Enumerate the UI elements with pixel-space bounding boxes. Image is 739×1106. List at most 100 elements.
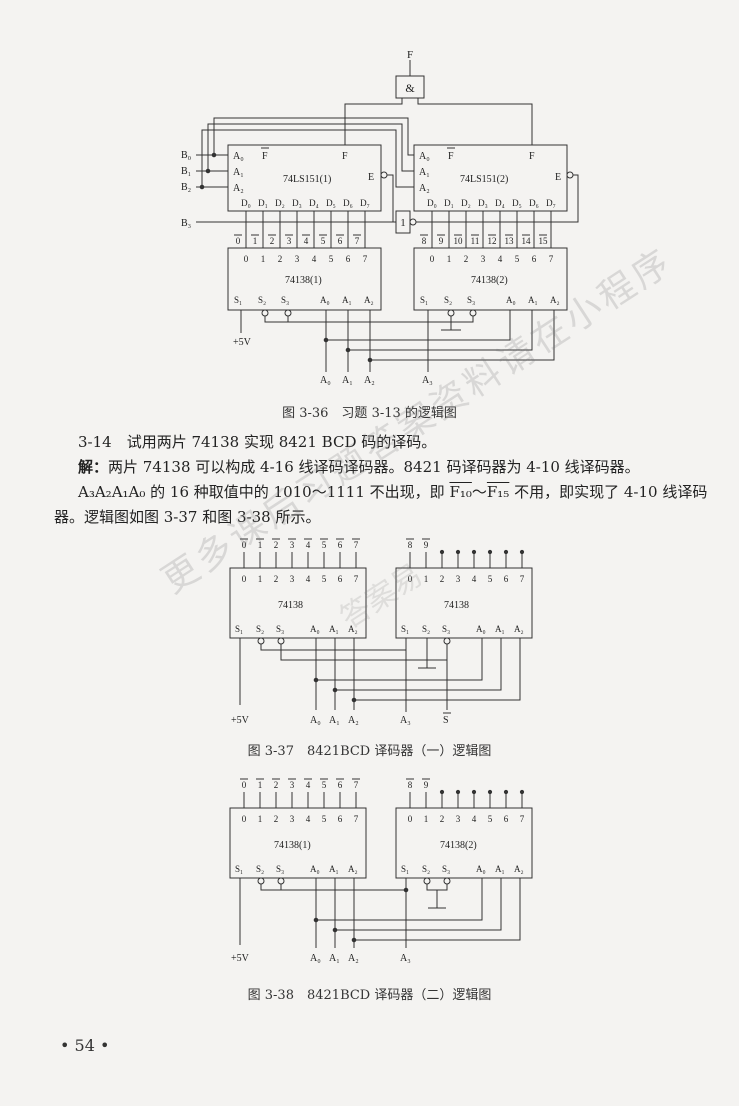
f337-d2-out-3: 3 xyxy=(456,574,461,584)
f337-unused-arrow-2 xyxy=(471,549,477,555)
f337-d2-out-6: 6 xyxy=(504,574,509,584)
mux2-a2: A₂ xyxy=(419,183,430,194)
f338-d2-out-4: 4 xyxy=(472,814,477,824)
decoder-74138-1 xyxy=(227,247,382,311)
f337-unused-arrow-1 xyxy=(455,549,461,555)
mux2-a0: A₀ xyxy=(419,151,430,162)
mux1-e: E xyxy=(368,172,374,183)
f337-d2-out-5: 5 xyxy=(488,574,493,584)
f338-top1-label-1: 1 xyxy=(258,780,263,790)
mux2-data-4: D₄ xyxy=(495,198,505,208)
mux1-data-3: D₃ xyxy=(292,198,302,208)
f337-d2-out-2: 2 xyxy=(440,574,445,584)
f336-out2-label-5: 13 xyxy=(505,236,515,246)
f337-a0: A₀ xyxy=(310,715,321,726)
mux1-e-bubble xyxy=(380,171,388,179)
f338-d1-out-7: 7 xyxy=(354,814,359,824)
f338-d1-s2: S₂ xyxy=(256,864,264,874)
mux2-data-3: D₃ xyxy=(478,198,488,208)
f336-out1-label-5: 5 xyxy=(321,236,326,246)
f337-dec1-name: 74138 xyxy=(278,600,303,611)
f338-top2-label-0: 8 xyxy=(408,780,413,790)
dec2-out-7: 7 xyxy=(549,254,554,264)
f338-d2-s1: S₁ xyxy=(401,864,409,874)
f338-top1-label-4: 4 xyxy=(306,780,311,790)
f336-out2-label-7: 15 xyxy=(539,236,549,246)
f337-d2-out-0: 0 xyxy=(408,574,413,584)
f338-decoder-2 xyxy=(395,807,533,879)
f338-top1-label-5: 5 xyxy=(322,780,327,790)
f338-d1-out-5: 5 xyxy=(322,814,327,824)
f338-d1-a1: A₁ xyxy=(329,864,339,874)
f338-unused-arrow-0 xyxy=(439,789,445,795)
f338-a1: A₁ xyxy=(329,953,340,964)
f338-dec2-name: 74138(2) xyxy=(440,840,477,851)
f337-d1-out-1: 1 xyxy=(258,574,263,584)
answer-line: 解：两片 74138 可以构成 4-16 线译码译码器。8421 码译码器为 4… xyxy=(78,455,718,480)
f337-d2-a0: A₀ xyxy=(476,624,486,634)
f336-out1-label-1: 1 xyxy=(253,236,258,246)
f337-top1-label-4: 4 xyxy=(306,540,311,550)
dec1-out-5: 5 xyxy=(329,254,334,264)
f337-d1-out-3: 3 xyxy=(290,574,295,584)
problem-line-3: A₃A₂A₁A₀ 的 16 种取值中的 1010～1111 不出现，即 F₁₀～… xyxy=(78,480,728,505)
f338-dec1-name: 74138(1) xyxy=(274,840,311,851)
dec1-s3: S₃ xyxy=(281,295,289,305)
f336-out2-label-4: 12 xyxy=(488,236,497,246)
mux1-fbar: F xyxy=(262,151,268,162)
mux1-name: 74LS151(1) xyxy=(283,174,331,185)
input-b0: B₀ xyxy=(181,150,192,161)
mux1-a0: A₀ xyxy=(233,151,244,162)
f337-unused-arrow-5 xyxy=(519,549,525,555)
dec2-out-2: 2 xyxy=(464,254,469,264)
f336-out2-label-2: 10 xyxy=(454,236,464,246)
f337-vcc: +5V xyxy=(231,715,250,726)
f337-d2-s2: S₂ xyxy=(422,624,430,634)
tilde: ～ xyxy=(471,483,487,501)
f337-unused-arrow-4 xyxy=(503,549,509,555)
f337-a1: A₁ xyxy=(329,715,340,726)
f338-d1-s3: S₃ xyxy=(276,864,284,874)
f338-top1-label-7: 7 xyxy=(354,780,359,790)
f336-out2-label-6: 14 xyxy=(522,236,532,246)
f337-d2-out-4: 4 xyxy=(472,574,477,584)
f337-d1-a1: A₁ xyxy=(329,624,339,634)
caption-3-36: 图 3-36 习题 3-13 的逻辑图 xyxy=(282,406,457,421)
mux2-f: F xyxy=(529,151,535,162)
dec1-out-2: 2 xyxy=(278,254,283,264)
mux2-data-2: D₂ xyxy=(461,198,471,208)
dec1-out-3: 3 xyxy=(295,254,300,264)
f337-top1-label-6: 6 xyxy=(338,540,343,550)
line3-b: 不用，即实现了 4-10 线译码 xyxy=(509,483,708,501)
line3-a: A₃A₂A₁A₀ 的 16 种取值中的 1010～1111 不出现，即 xyxy=(78,483,450,501)
and-gate-label: & xyxy=(405,81,415,95)
mux2-data-1: D₁ xyxy=(444,198,454,208)
dec2-out-5: 5 xyxy=(515,254,520,264)
f336-out2-label-0: 8 xyxy=(422,236,427,246)
dec2-out-3: 3 xyxy=(481,254,486,264)
f337-unused-arrow-0 xyxy=(439,549,445,555)
f336-out2-label-3: 11 xyxy=(471,236,480,246)
dec2-s3: S₃ xyxy=(467,295,475,305)
bottom-a2: A₂ xyxy=(364,375,375,386)
f338-d1-a2: A₂ xyxy=(348,864,358,874)
dec1-s1: S₁ xyxy=(234,295,242,305)
answer-text: 两片 74138 可以构成 4-16 线译码译码器。8421 码译码器为 4-1… xyxy=(108,458,640,476)
f338-top2-label-1: 9 xyxy=(424,780,429,790)
f337-d1-out-0: 0 xyxy=(242,574,247,584)
f337-top1-label-7: 7 xyxy=(354,540,359,550)
f336-out1-label-2: 2 xyxy=(270,236,275,246)
dec1-a1: A₁ xyxy=(342,295,352,305)
f338-d2-out-1: 1 xyxy=(424,814,429,824)
f338-d2-s2: S₂ xyxy=(422,864,430,874)
f338-d2-a1: A₁ xyxy=(495,864,505,874)
f338-unused-arrow-3 xyxy=(487,789,493,795)
mux2-e-bubble xyxy=(566,171,574,179)
f15-bar: F₁₅ xyxy=(486,483,510,501)
f337-d1-s3: S₃ xyxy=(276,624,284,634)
f336-out2-label-1: 9 xyxy=(439,236,444,246)
mux1-data-0: D₀ xyxy=(241,198,251,208)
f338-unused-arrow-2 xyxy=(471,789,477,795)
f337-d1-out-7: 7 xyxy=(354,574,359,584)
